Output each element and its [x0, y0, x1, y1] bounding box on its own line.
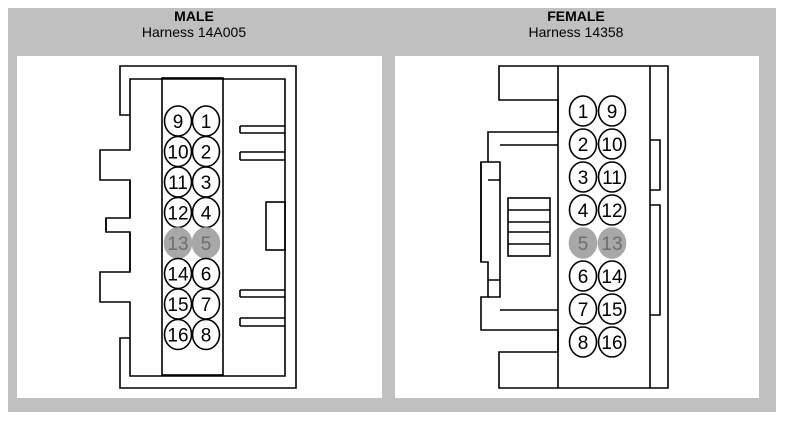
female-pin-label: 16 [601, 333, 622, 354]
male-pin-label: 16 [167, 326, 188, 347]
female-subtitle: Harness 14358 [528, 24, 624, 40]
female-pin-label: 6 [578, 267, 589, 288]
male-pin-label: 15 [167, 295, 188, 316]
male-pin-8 [191, 318, 221, 351]
male-connector-housing [99, 65, 297, 389]
female-pin-label: 2 [578, 135, 589, 156]
female-pin-label: 3 [578, 168, 589, 189]
male-pin-16 [163, 318, 193, 351]
male-header: MALE Harness 14A005 [8, 8, 380, 40]
female-pin-label: 13 [601, 234, 622, 255]
female-connector-housing [480, 65, 669, 389]
female-pin-6 [568, 260, 598, 292]
female-pin-label: 11 [602, 168, 622, 189]
female-pin-10 [597, 128, 627, 160]
male-pin-label: 6 [201, 265, 212, 286]
male-subtitle: Harness 14A005 [141, 24, 247, 40]
male-pin-label: 7 [201, 295, 212, 316]
female-pin-12 [597, 194, 627, 226]
male-pin-label: 14 [167, 265, 189, 286]
male-pin-label: 12 [167, 204, 188, 225]
female-header: FEMALE Harness 14358 [390, 8, 762, 40]
female-pin-label: 15 [601, 300, 622, 321]
female-pin-label: 5 [578, 234, 589, 255]
female-pin-14 [597, 260, 627, 292]
male-title: MALE [174, 8, 214, 24]
male-pin-label: 13 [167, 234, 188, 255]
female-pin-label: 14 [601, 267, 623, 288]
female-pin-label: 1 [578, 102, 589, 123]
male-pin-label: 1 [201, 112, 212, 133]
female-title: FEMALE [547, 8, 605, 24]
female-pin-label: 4 [578, 201, 589, 222]
female-pin-label: 12 [601, 201, 622, 222]
female-pin-label: 8 [578, 333, 589, 354]
female-pin-label: 10 [601, 135, 622, 156]
male-pin-label: 3 [201, 173, 212, 194]
female-pin-2 [568, 128, 598, 160]
female-pin-5 [568, 227, 598, 259]
female-pin-13 [597, 227, 627, 259]
male-pin-label: 5 [201, 234, 212, 255]
female-pin-1 [568, 95, 598, 127]
female-pin-9 [597, 95, 627, 127]
female-pin-3 [568, 161, 598, 193]
male-pin-label: 2 [201, 143, 212, 164]
female-pin-8 [568, 326, 598, 358]
female-pin-16 [597, 326, 627, 358]
male-pin-label: 10 [167, 143, 188, 164]
female-pin-7 [568, 293, 598, 325]
female-pin-label: 9 [607, 102, 618, 123]
female-pin-4 [568, 194, 598, 226]
male-pin-label: 9 [173, 112, 184, 133]
male-pin-label: 8 [201, 326, 212, 347]
female-pin-15 [597, 293, 627, 325]
male-pin-label: 11 [168, 173, 188, 194]
male-pin-label: 4 [201, 204, 212, 225]
female-pin-11 [597, 161, 627, 193]
female-pin-label: 7 [578, 300, 589, 321]
